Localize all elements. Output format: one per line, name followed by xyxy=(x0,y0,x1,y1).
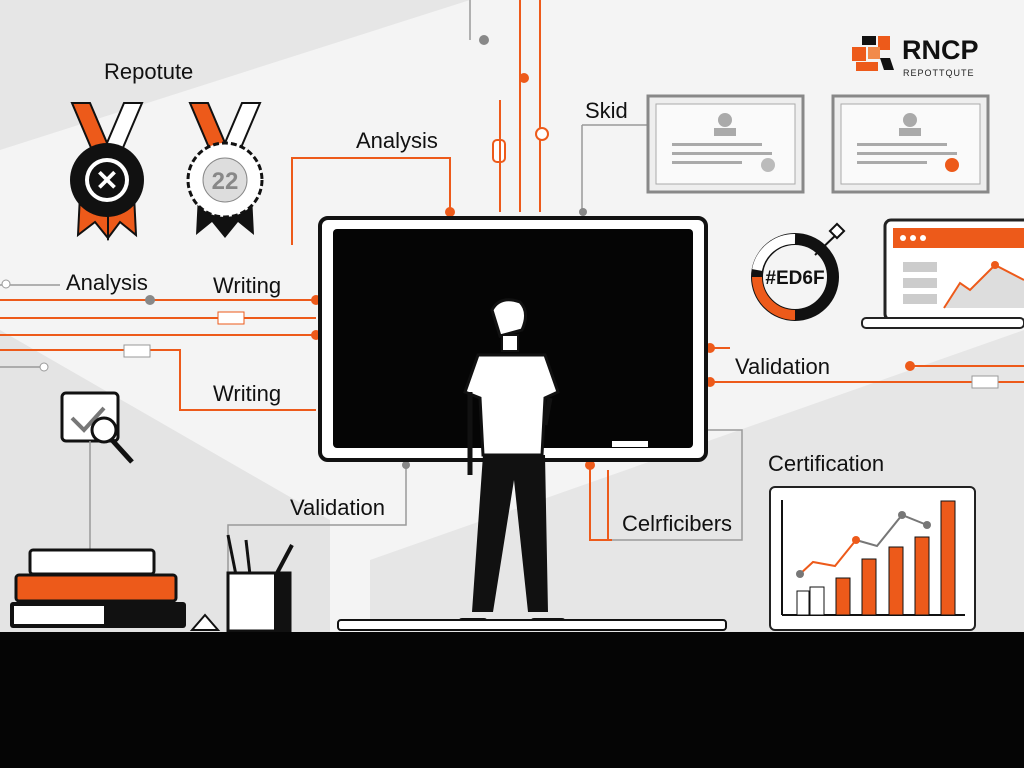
label-repotute: Repotute xyxy=(104,59,193,84)
magnifier-check-icon xyxy=(60,391,134,550)
medal-glyph: ✕ xyxy=(95,165,118,196)
platform xyxy=(337,619,727,631)
floor xyxy=(0,632,1024,768)
medal-glyph: 22 xyxy=(212,168,239,195)
bar-chart-card xyxy=(769,486,976,631)
label-analysis-left: Analysis xyxy=(66,270,148,295)
label-validation-left: Validation xyxy=(290,495,385,520)
ring-gauge: #ED6F xyxy=(751,222,846,321)
label-analysis-top: Analysis xyxy=(356,128,438,153)
bg-shade xyxy=(0,0,470,150)
logo-subtitle: REPOTTQUTE xyxy=(903,68,975,78)
label-writing-2: Writing xyxy=(213,381,281,406)
ring-text: #ED6F xyxy=(765,268,824,289)
laptop xyxy=(861,218,1024,329)
label-writing-1: Writing xyxy=(213,273,281,298)
medal-right: 22 xyxy=(186,102,264,238)
label-validation-right: Validation xyxy=(735,354,830,379)
logo-title: RNCP xyxy=(902,35,979,65)
certificate-1 xyxy=(646,94,805,194)
book-stack xyxy=(10,548,186,628)
pen-cup xyxy=(189,534,294,633)
circuit-wires xyxy=(0,0,1024,575)
certificate-2 xyxy=(831,94,990,194)
label-certificiers: Celrficibers xyxy=(622,511,732,536)
rncp-logo: RNCP REPOTTQUTE xyxy=(852,35,979,78)
medal-left: ✕ xyxy=(70,102,144,241)
label-skid: Skid xyxy=(585,98,628,123)
label-certification: Certification xyxy=(768,451,884,476)
